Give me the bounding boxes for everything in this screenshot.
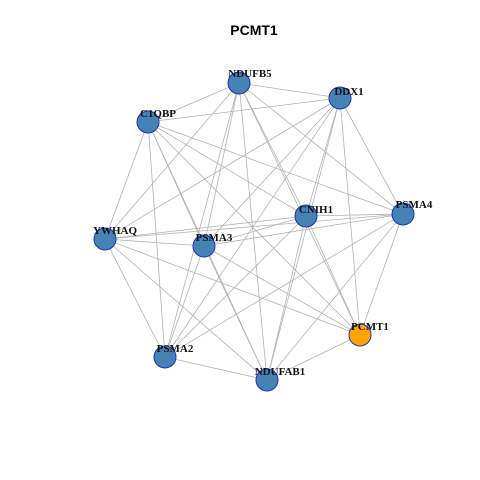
node-label-pcmt1: PCMT1 [351,321,389,333]
node-circle-psma4 [391,202,415,226]
node-label-psma2: PSMA2 [157,343,194,355]
edge-cnih1-psma3 [203,215,307,247]
edge-ywhaq-pcmt1 [104,238,361,336]
edge-ddx1-c1qbp [147,97,341,123]
edge-psma4-ywhaq [104,213,404,240]
edge-cnih1-psma2 [164,215,307,358]
edge-ndufb5-cnih1 [238,82,307,217]
edge-c1qbp-pcmt1 [147,121,361,336]
node-ywhaq: YWHAQ [93,225,137,251]
node-label-c1qbp: C1QBP [140,108,176,120]
edge-c1qbp-ywhaq [104,121,149,240]
edge-psma4-pcmt1 [359,213,404,336]
node-psma2: PSMA2 [153,343,194,369]
node-pcmt1: PCMT1 [348,321,389,347]
edge-psma4-psma2 [164,213,404,358]
edge-c1qbp-psma2 [147,121,166,358]
edge-psma3-pcmt1 [203,245,361,336]
edge-ywhaq-ndufab1 [104,238,268,381]
node-label-cnih1: CNIH1 [299,204,333,216]
node-circle-pcmt1 [348,323,372,347]
edge-layer [104,82,404,381]
node-circle-psma3 [192,234,216,258]
edge-pcmt1-ndufab1 [266,334,361,381]
edge-ndufb5-ddx1 [238,82,341,99]
edge-ddx1-cnih1 [305,97,341,217]
node-label-ddx1: DDX1 [334,86,363,98]
edge-psma4-psma3 [203,213,404,247]
edge-c1qbp-psma4 [147,121,404,215]
node-label-ndufb5: NDUFB5 [228,68,272,80]
node-label-psma3: PSMA3 [196,232,233,244]
edge-ywhaq-psma2 [104,238,166,358]
node-label-ndufab1: NDUFAB1 [255,366,306,378]
node-psma4: PSMA4 [391,199,433,226]
node-circle-ndufab1 [255,368,279,392]
edge-ndufb5-psma4 [238,82,404,215]
edge-ywhaq-psma3 [104,238,205,247]
edge-psma3-psma2 [164,245,205,358]
node-circle-ndufb5 [227,71,251,95]
node-circle-ddx1 [328,86,352,110]
edge-cnih1-pcmt1 [305,215,361,336]
node-circle-ywhaq [93,227,117,251]
node-psma3: PSMA3 [192,232,233,258]
edge-psma3-ndufab1 [203,245,268,381]
node-circle-cnih1 [294,204,318,228]
node-ddx1: DDX1 [328,86,364,110]
node-circle-psma2 [153,345,177,369]
diagram-title: PCMT1 [230,22,278,38]
node-circle-c1qbp [136,110,160,134]
edge-ndufb5-psma3 [203,82,240,247]
edge-psma2-ndufab1 [164,356,268,381]
edge-cnih1-psma4 [305,213,404,217]
node-c1qbp: C1QBP [136,108,176,134]
node-ndufab1: NDUFAB1 [255,366,306,392]
node-label-ywhaq: YWHAQ [93,225,137,237]
edge-ndufb5-psma2 [164,82,240,358]
edge-ddx1-ndufab1 [266,97,341,381]
edge-ddx1-ywhaq [104,97,341,240]
edge-ndufb5-c1qbp [147,82,240,123]
edge-cnih1-ndufab1 [266,215,307,381]
edge-cnih1-ywhaq [104,215,307,240]
edge-ddx1-pcmt1 [339,97,361,336]
edge-ddx1-psma3 [203,97,341,247]
node-cnih1: CNIH1 [294,204,333,228]
node-ndufb5: NDUFB5 [227,68,272,95]
node-label-psma4: PSMA4 [396,199,433,211]
edge-ddx1-psma4 [339,97,404,215]
edge-c1qbp-cnih1 [147,121,307,217]
edge-ndufb5-ywhaq [104,82,240,240]
edge-psma4-ndufab1 [266,213,404,381]
